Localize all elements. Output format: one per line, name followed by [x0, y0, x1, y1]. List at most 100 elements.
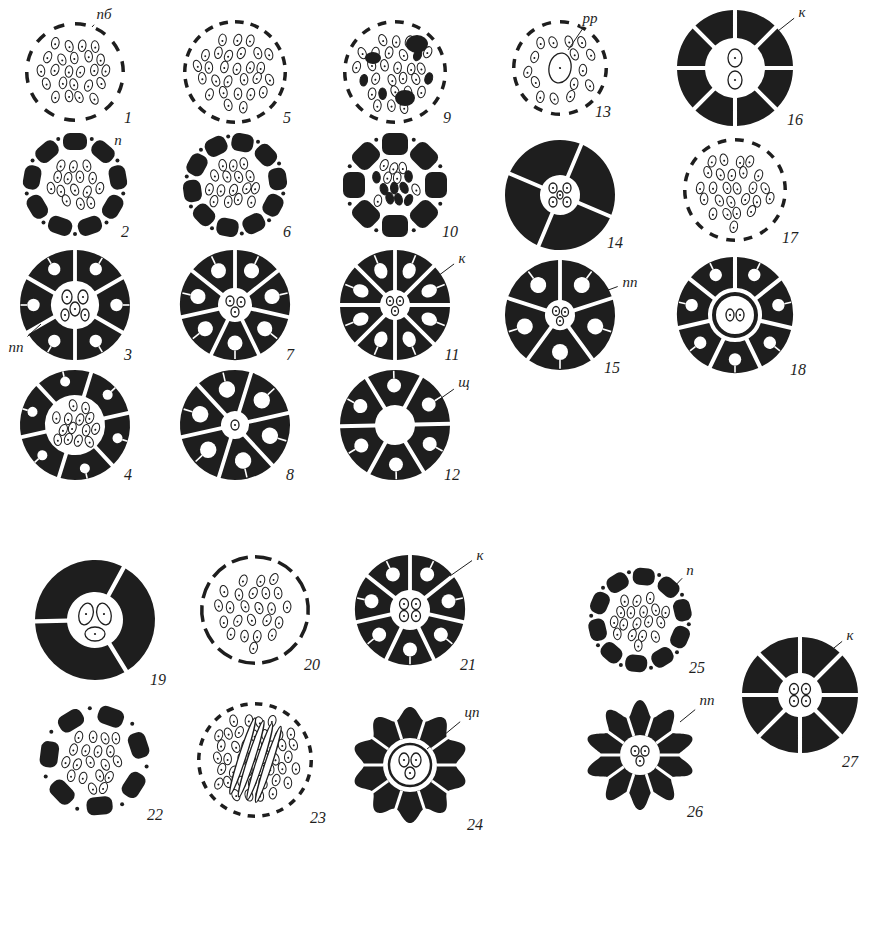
section-part — [145, 764, 149, 768]
section-part — [284, 751, 292, 763]
section-part — [351, 60, 362, 73]
section-part — [631, 635, 634, 638]
section-part — [32, 137, 61, 165]
section-part — [423, 72, 434, 85]
section-part — [240, 630, 248, 642]
section-part — [409, 657, 411, 665]
section-part — [649, 598, 651, 600]
section-part — [269, 101, 277, 110]
section-part — [54, 97, 56, 99]
section-part — [654, 636, 657, 639]
section-part — [41, 77, 52, 90]
section-part — [238, 732, 241, 735]
section-part — [781, 198, 787, 207]
section-part — [732, 207, 741, 219]
section-part — [443, 63, 447, 72]
section-part — [185, 174, 189, 178]
section-part — [97, 54, 105, 66]
section-part — [573, 84, 575, 86]
section-part — [247, 814, 255, 818]
section-part — [746, 204, 758, 218]
section-part — [78, 290, 88, 304]
section-part — [509, 329, 517, 332]
section-part — [68, 71, 70, 73]
section-part — [224, 753, 232, 765]
section-part — [403, 603, 405, 605]
section-part — [398, 48, 410, 62]
section-part — [736, 309, 744, 321]
section-part — [73, 58, 75, 60]
section-part — [374, 138, 378, 142]
section-part — [726, 238, 735, 242]
section-part — [223, 591, 225, 593]
section-part — [620, 595, 629, 607]
section-part — [61, 194, 72, 208]
section-part — [56, 137, 60, 141]
section-part — [68, 78, 79, 91]
section-part — [613, 628, 621, 640]
section-part — [549, 197, 557, 207]
part-label: к — [796, 4, 807, 21]
section-part — [83, 79, 94, 92]
section-part — [400, 253, 421, 281]
section-part — [295, 576, 306, 592]
section-part — [552, 201, 554, 203]
section-part — [55, 418, 57, 420]
section-part — [520, 93, 528, 102]
section-part — [388, 52, 390, 54]
section-part — [232, 165, 234, 167]
section-part — [802, 696, 811, 707]
section-part — [79, 204, 81, 206]
leader-line — [778, 18, 794, 31]
part-label: пб — [94, 6, 113, 23]
section-part — [183, 20, 287, 124]
part-label: к — [844, 627, 855, 644]
section-part — [702, 145, 711, 153]
section-part — [219, 585, 229, 598]
section-part — [193, 35, 201, 44]
leader-line — [672, 578, 682, 589]
section-part — [400, 611, 409, 622]
section-part — [395, 471, 397, 479]
section-part — [55, 159, 66, 172]
section-part — [723, 159, 725, 161]
section-part — [219, 21, 228, 26]
section-part — [298, 787, 305, 795]
section-part — [61, 309, 69, 321]
section-part — [344, 393, 370, 416]
section-part — [748, 181, 758, 194]
section-part — [249, 94, 251, 96]
figure-number: 7 — [284, 346, 296, 364]
section-part — [373, 194, 382, 207]
stem-section — [39, 704, 151, 816]
section-part — [198, 72, 207, 84]
section-part — [79, 177, 81, 179]
section-part — [395, 42, 397, 44]
section-part — [343, 20, 447, 124]
section-part — [549, 183, 557, 193]
section-part — [613, 622, 615, 624]
section-part — [35, 459, 39, 463]
section-part — [232, 614, 244, 628]
section-part — [769, 198, 771, 200]
section-part — [192, 59, 203, 73]
section-part — [248, 720, 250, 722]
section-part — [396, 178, 398, 180]
section-part — [268, 787, 277, 799]
section-part — [227, 202, 229, 204]
section-part — [557, 191, 563, 199]
section-part — [357, 616, 400, 658]
section-part — [382, 40, 385, 43]
section-part — [410, 72, 421, 86]
section-part — [263, 288, 281, 306]
section-part — [234, 424, 236, 426]
section-part — [226, 120, 235, 124]
section-part — [88, 441, 91, 444]
section-part — [115, 159, 119, 163]
section-part — [87, 782, 99, 796]
section-part — [245, 61, 255, 74]
section-part — [67, 421, 77, 434]
section-part — [87, 332, 104, 349]
section-part — [725, 195, 736, 209]
section-part — [99, 775, 101, 777]
